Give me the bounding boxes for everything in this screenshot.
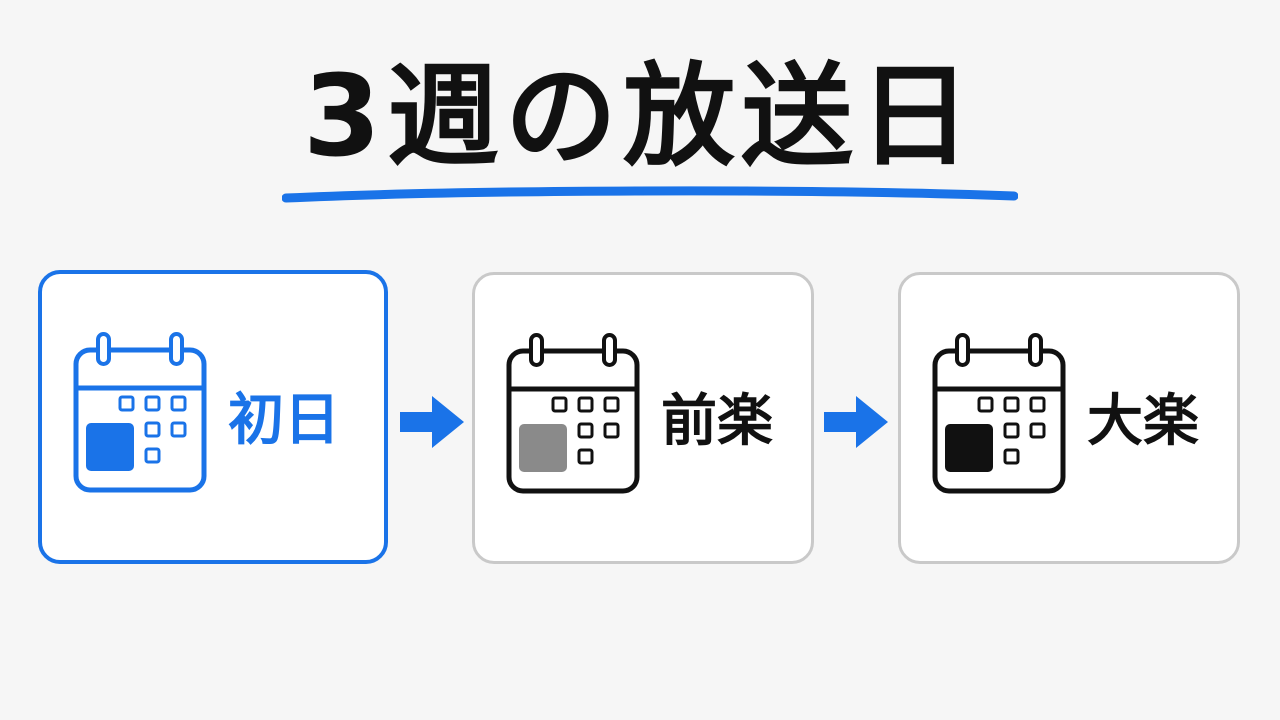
step-label: 初日 xyxy=(228,388,340,453)
step-card-final: 大楽 xyxy=(898,272,1240,564)
page-title: 3週の放送日 xyxy=(303,52,977,182)
calendar-icon xyxy=(506,333,640,494)
step-label: 大楽 xyxy=(1087,389,1199,454)
calendar-icon xyxy=(73,332,207,493)
step-card-first-day: 初日 xyxy=(38,270,388,564)
title-underline xyxy=(282,186,1018,203)
arrow-right-icon xyxy=(824,396,888,448)
step-card-pre-final: 前楽 xyxy=(472,272,814,564)
arrow-right-icon xyxy=(400,396,464,448)
step-label: 前楽 xyxy=(661,389,773,454)
calendar-icon xyxy=(932,333,1066,494)
